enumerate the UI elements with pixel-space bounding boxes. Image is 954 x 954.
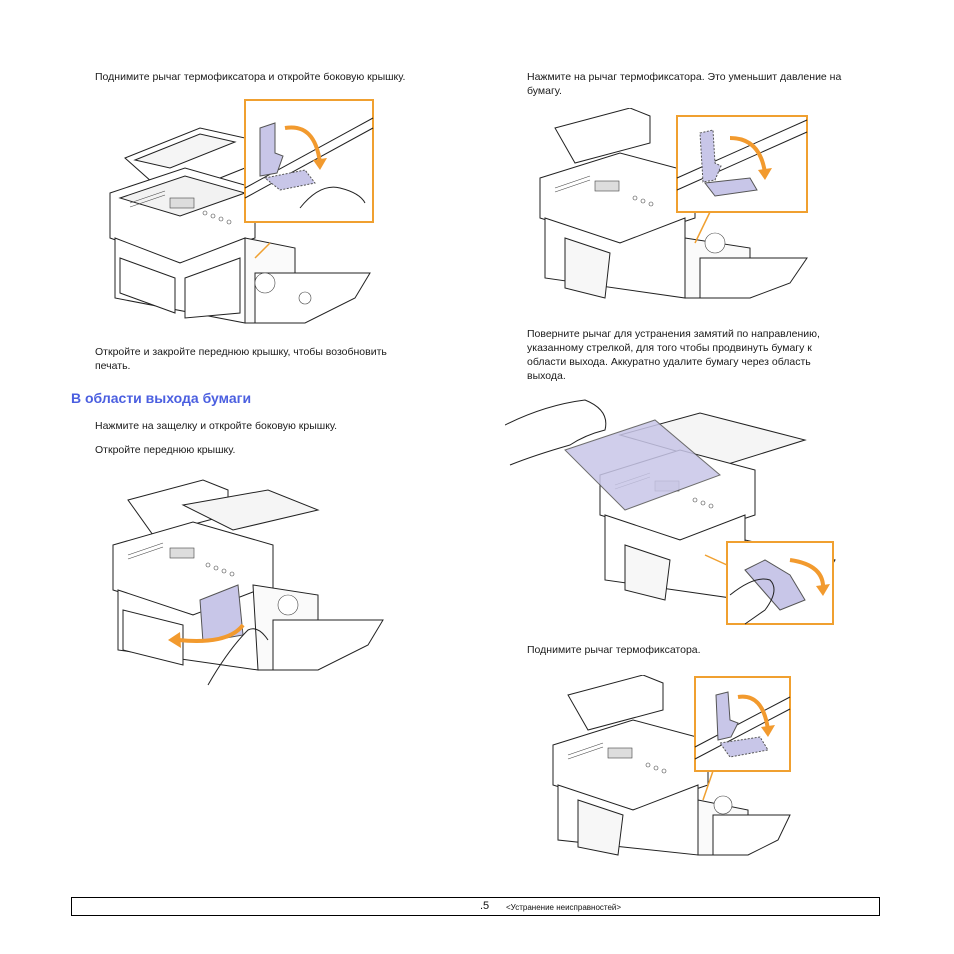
instruction-line: выхода. — [527, 370, 566, 382]
instruction-rotate-jam-lever: Поверните рычаг для устранения замятий п… — [527, 327, 820, 383]
figure-fuser-lever-pressed — [535, 108, 810, 303]
instruction-open-front-cover: Откройте переднюю крышку. — [95, 444, 236, 456]
chapter-title: <Устранение неисправностей> — [506, 903, 622, 912]
instruction-line: области выхода. Аккуратно удалите бумагу… — [527, 356, 811, 368]
figure-printer-front-cover-open — [108, 470, 388, 690]
instruction-press-fuser-lever: Нажмите на рычаг термофиксатора. Это уме… — [527, 70, 841, 98]
instruction-line: Откройте и закройте переднюю крышку, что… — [95, 346, 387, 358]
instruction-line: Поверните рычаг для устранения замятий п… — [527, 328, 820, 340]
figure-printer-side-cover-open — [105, 98, 375, 330]
figure-fuser-lever-lifted — [548, 675, 793, 860]
instruction-reopen-front-cover: Откройте и закройте переднюю крышку, что… — [95, 345, 387, 373]
instruction-line: указанному стрелкой, для того чтобы прод… — [527, 342, 812, 354]
figure-remove-paper-from-exit — [505, 395, 845, 635]
page-number: .5 — [480, 900, 490, 912]
instruction-line: Нажмите на рычаг термофиксатора. Это уме… — [527, 71, 842, 83]
instruction-line: печать. — [95, 360, 131, 372]
instruction-line: бумагу. — [527, 85, 562, 97]
instruction-lift-fuser-lever: Поднимите рычаг термофиксатора и откройт… — [95, 71, 406, 83]
section-heading-paper-exit: В области выхода бумаги — [71, 390, 252, 406]
instruction-lift-fuser-lever-again: Поднимите рычаг термофиксатора. — [527, 644, 701, 656]
instruction-press-latch: Нажмите на защелку и откройте боковую кр… — [95, 420, 338, 432]
page-footer: .5 <Устранение неисправностей> — [71, 897, 880, 916]
